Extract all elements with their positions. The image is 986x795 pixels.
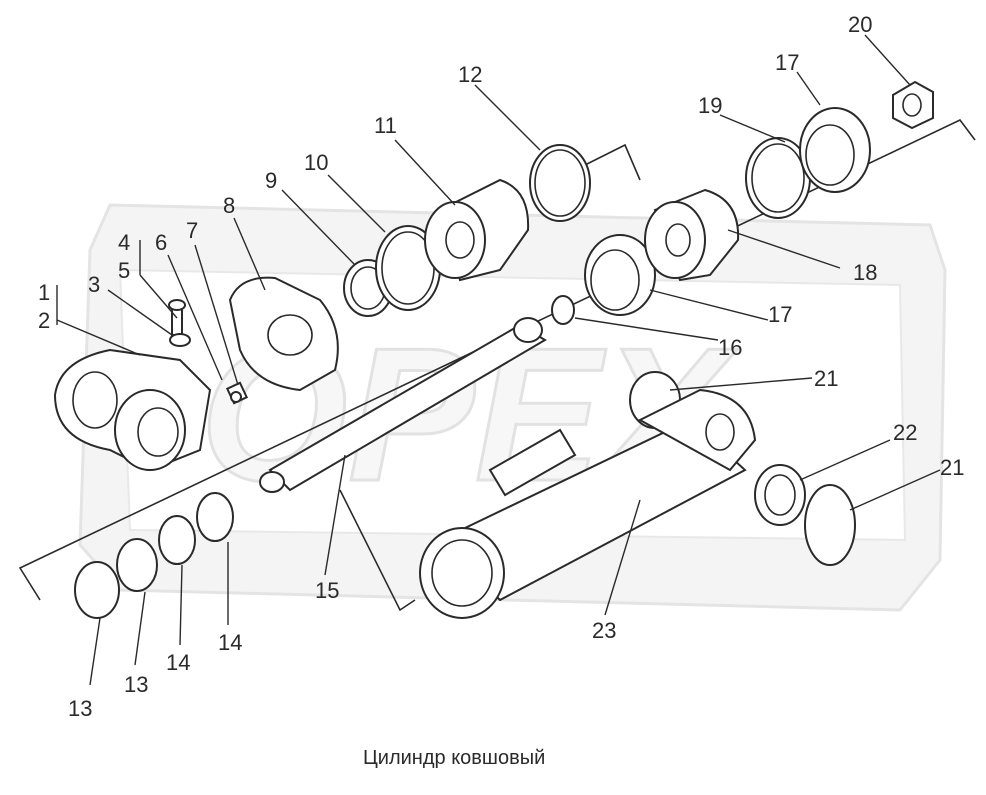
label-11: 11 <box>374 113 397 138</box>
ring-12 <box>529 144 591 222</box>
ring-12-inner <box>534 149 586 217</box>
label-22: 22 <box>893 420 917 445</box>
diagram-caption: Цилиндр ковшовый <box>363 747 545 769</box>
label-14-right: 14 <box>218 630 242 655</box>
snap-ring-21 <box>804 484 856 566</box>
plate-8 <box>228 276 339 392</box>
cylinder-barrel-23 <box>419 388 757 619</box>
label-17-lower: 17 <box>768 302 792 327</box>
label-23: 23 <box>592 618 616 643</box>
leader-lines <box>56 34 941 686</box>
label-3: 3 <box>88 272 100 297</box>
label-14-left: 14 <box>166 650 190 675</box>
ring-19-inner <box>751 143 805 213</box>
label-20: 20 <box>848 12 872 37</box>
callout-labels: 1 2 3 4 5 6 7 8 9 10 11 12 13 13 14 14 1… <box>38 12 964 721</box>
label-6: 6 <box>155 230 167 255</box>
seal-rings <box>74 492 234 619</box>
label-2: 2 <box>38 308 50 333</box>
label-19: 19 <box>698 93 722 118</box>
rod-eye <box>53 348 212 472</box>
bushing-17 <box>584 234 656 316</box>
gland-18 <box>644 188 740 282</box>
label-21-upper: 21 <box>814 366 838 391</box>
label-8: 8 <box>223 193 235 218</box>
label-12: 12 <box>458 62 482 87</box>
label-21-lower: 21 <box>940 455 964 480</box>
bushing-22 <box>754 464 806 526</box>
nut-20 <box>892 80 934 130</box>
label-10: 10 <box>304 150 328 175</box>
piston-head-11 <box>424 178 530 282</box>
label-13-left: 13 <box>68 696 92 721</box>
label-4: 4 <box>118 230 130 255</box>
label-15: 15 <box>315 578 339 603</box>
bushing-17-upper <box>799 107 871 193</box>
piston-rod-15 <box>259 317 547 493</box>
label-18: 18 <box>853 260 877 285</box>
grease-fitting <box>225 381 249 405</box>
label-1: 1 <box>38 280 50 305</box>
label-9: 9 <box>265 168 277 193</box>
label-13-right: 13 <box>124 672 148 697</box>
label-17-upper: 17 <box>775 50 799 75</box>
label-16: 16 <box>718 335 742 360</box>
label-7: 7 <box>186 218 198 243</box>
label-5: 5 <box>118 258 130 283</box>
bolt <box>168 299 191 347</box>
ring-16 <box>551 295 575 325</box>
